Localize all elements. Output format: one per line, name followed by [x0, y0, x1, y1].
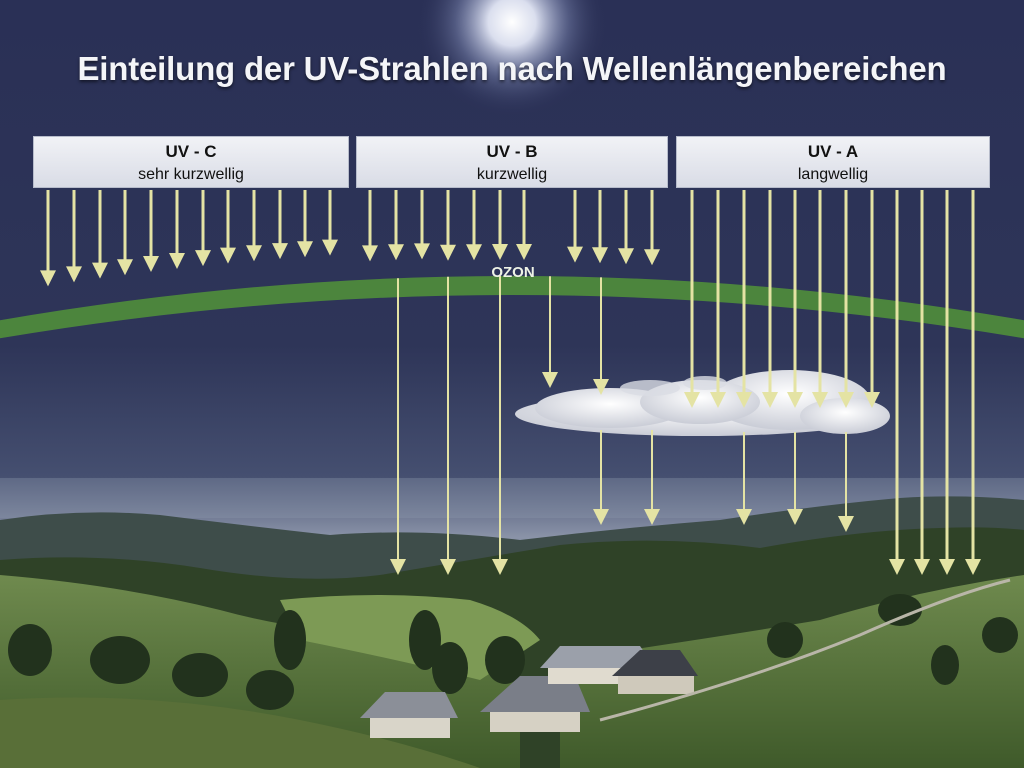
- arrow-uv-c-head: [117, 259, 133, 276]
- arrow-uv-b-head: [388, 244, 404, 261]
- arrow-uv-c-head: [220, 247, 236, 264]
- arrow-uv-b-penetrating-head: [440, 559, 456, 575]
- arrow-uv-b-head: [567, 246, 583, 263]
- arrow-uv-a-head: [914, 559, 930, 575]
- arrow-uv-a-head: [889, 559, 905, 575]
- arrow-uv-b-head: [592, 247, 608, 264]
- arrow-uv-b-head: [466, 244, 482, 261]
- arrow-uv-c-head: [195, 250, 211, 267]
- road: [599, 578, 1011, 722]
- band-name-uv-c: UV - C: [165, 142, 217, 161]
- arrow-uv-c-head: [92, 262, 108, 279]
- arrow-uv-a-head: [736, 392, 752, 408]
- band-box-uv-b: UV - B kurzwellig: [356, 136, 668, 188]
- band-box-uv-c: UV - C sehr kurzwellig: [33, 136, 349, 188]
- arrow-uv-c-head: [246, 245, 262, 262]
- arrow-uv-a-head: [965, 559, 981, 575]
- band-desc-uv-a: langwellig: [797, 166, 869, 183]
- arrow-uv-b-head: [362, 245, 378, 262]
- arrow-uv-b-penetrating-head: [593, 509, 609, 525]
- arrow-uv-a-below-cloud-head: [838, 516, 854, 532]
- arrow-uv-c-head: [272, 243, 288, 260]
- arrow-uv-b-head: [516, 244, 532, 261]
- arrow-uv-b-head: [440, 244, 456, 261]
- arrow-uv-b-penetrating-head: [390, 559, 406, 575]
- band-name-uv-a: UV - A: [807, 142, 859, 161]
- arrow-uv-c-head: [40, 270, 56, 287]
- arrow-uv-b-penetrating-head: [542, 372, 558, 388]
- arrow-uv-a-head: [864, 392, 880, 408]
- arrow-uv-a-head: [838, 392, 854, 408]
- arrow-uv-b-penetrating-head: [644, 509, 660, 525]
- band-name-uv-b: UV - B: [486, 142, 538, 161]
- arrow-uv-c-head: [66, 266, 82, 283]
- arrow-uv-b-head: [618, 248, 634, 265]
- arrow-uv-a-head: [939, 559, 955, 575]
- band-desc-uv-c: sehr kurzwellig: [138, 166, 244, 183]
- arrow-uv-b-head: [492, 244, 508, 261]
- arrow-uv-b-penetrating-head: [593, 379, 609, 395]
- arrow-uv-c-head: [297, 241, 313, 258]
- diagram-title: Einteilung der UV-Strahlen nach Wellenlä…: [77, 50, 947, 87]
- arrow-uv-a-below-cloud-head: [736, 509, 752, 525]
- arrow-uv-b-head: [644, 249, 660, 266]
- uv-arrows: [40, 190, 981, 575]
- arrow-uv-b-penetrating-head: [492, 559, 508, 575]
- arrow-uv-a-head: [787, 392, 803, 408]
- foreground-meadow: [0, 697, 480, 768]
- arrow-uv-c-head: [169, 252, 185, 269]
- arrow-uv-c-head: [143, 256, 159, 273]
- band-box-uv-a: UV - A langwellig: [676, 136, 990, 188]
- arrow-uv-a-head: [710, 392, 726, 408]
- arrow-uv-a-head: [684, 392, 700, 408]
- arrow-uv-a-below-cloud-head: [787, 509, 803, 525]
- ozone-layer: [0, 276, 1024, 339]
- arrow-uv-b-head: [414, 243, 430, 260]
- ozone-label: OZON: [491, 264, 535, 281]
- arrow-uv-a-head: [762, 392, 778, 408]
- band-desc-uv-b: kurzwellig: [476, 166, 548, 183]
- farmhouses: [360, 646, 698, 738]
- sun: [417, 0, 607, 117]
- arrow-uv-c-head: [322, 239, 338, 256]
- arrow-uv-a-head: [812, 392, 828, 408]
